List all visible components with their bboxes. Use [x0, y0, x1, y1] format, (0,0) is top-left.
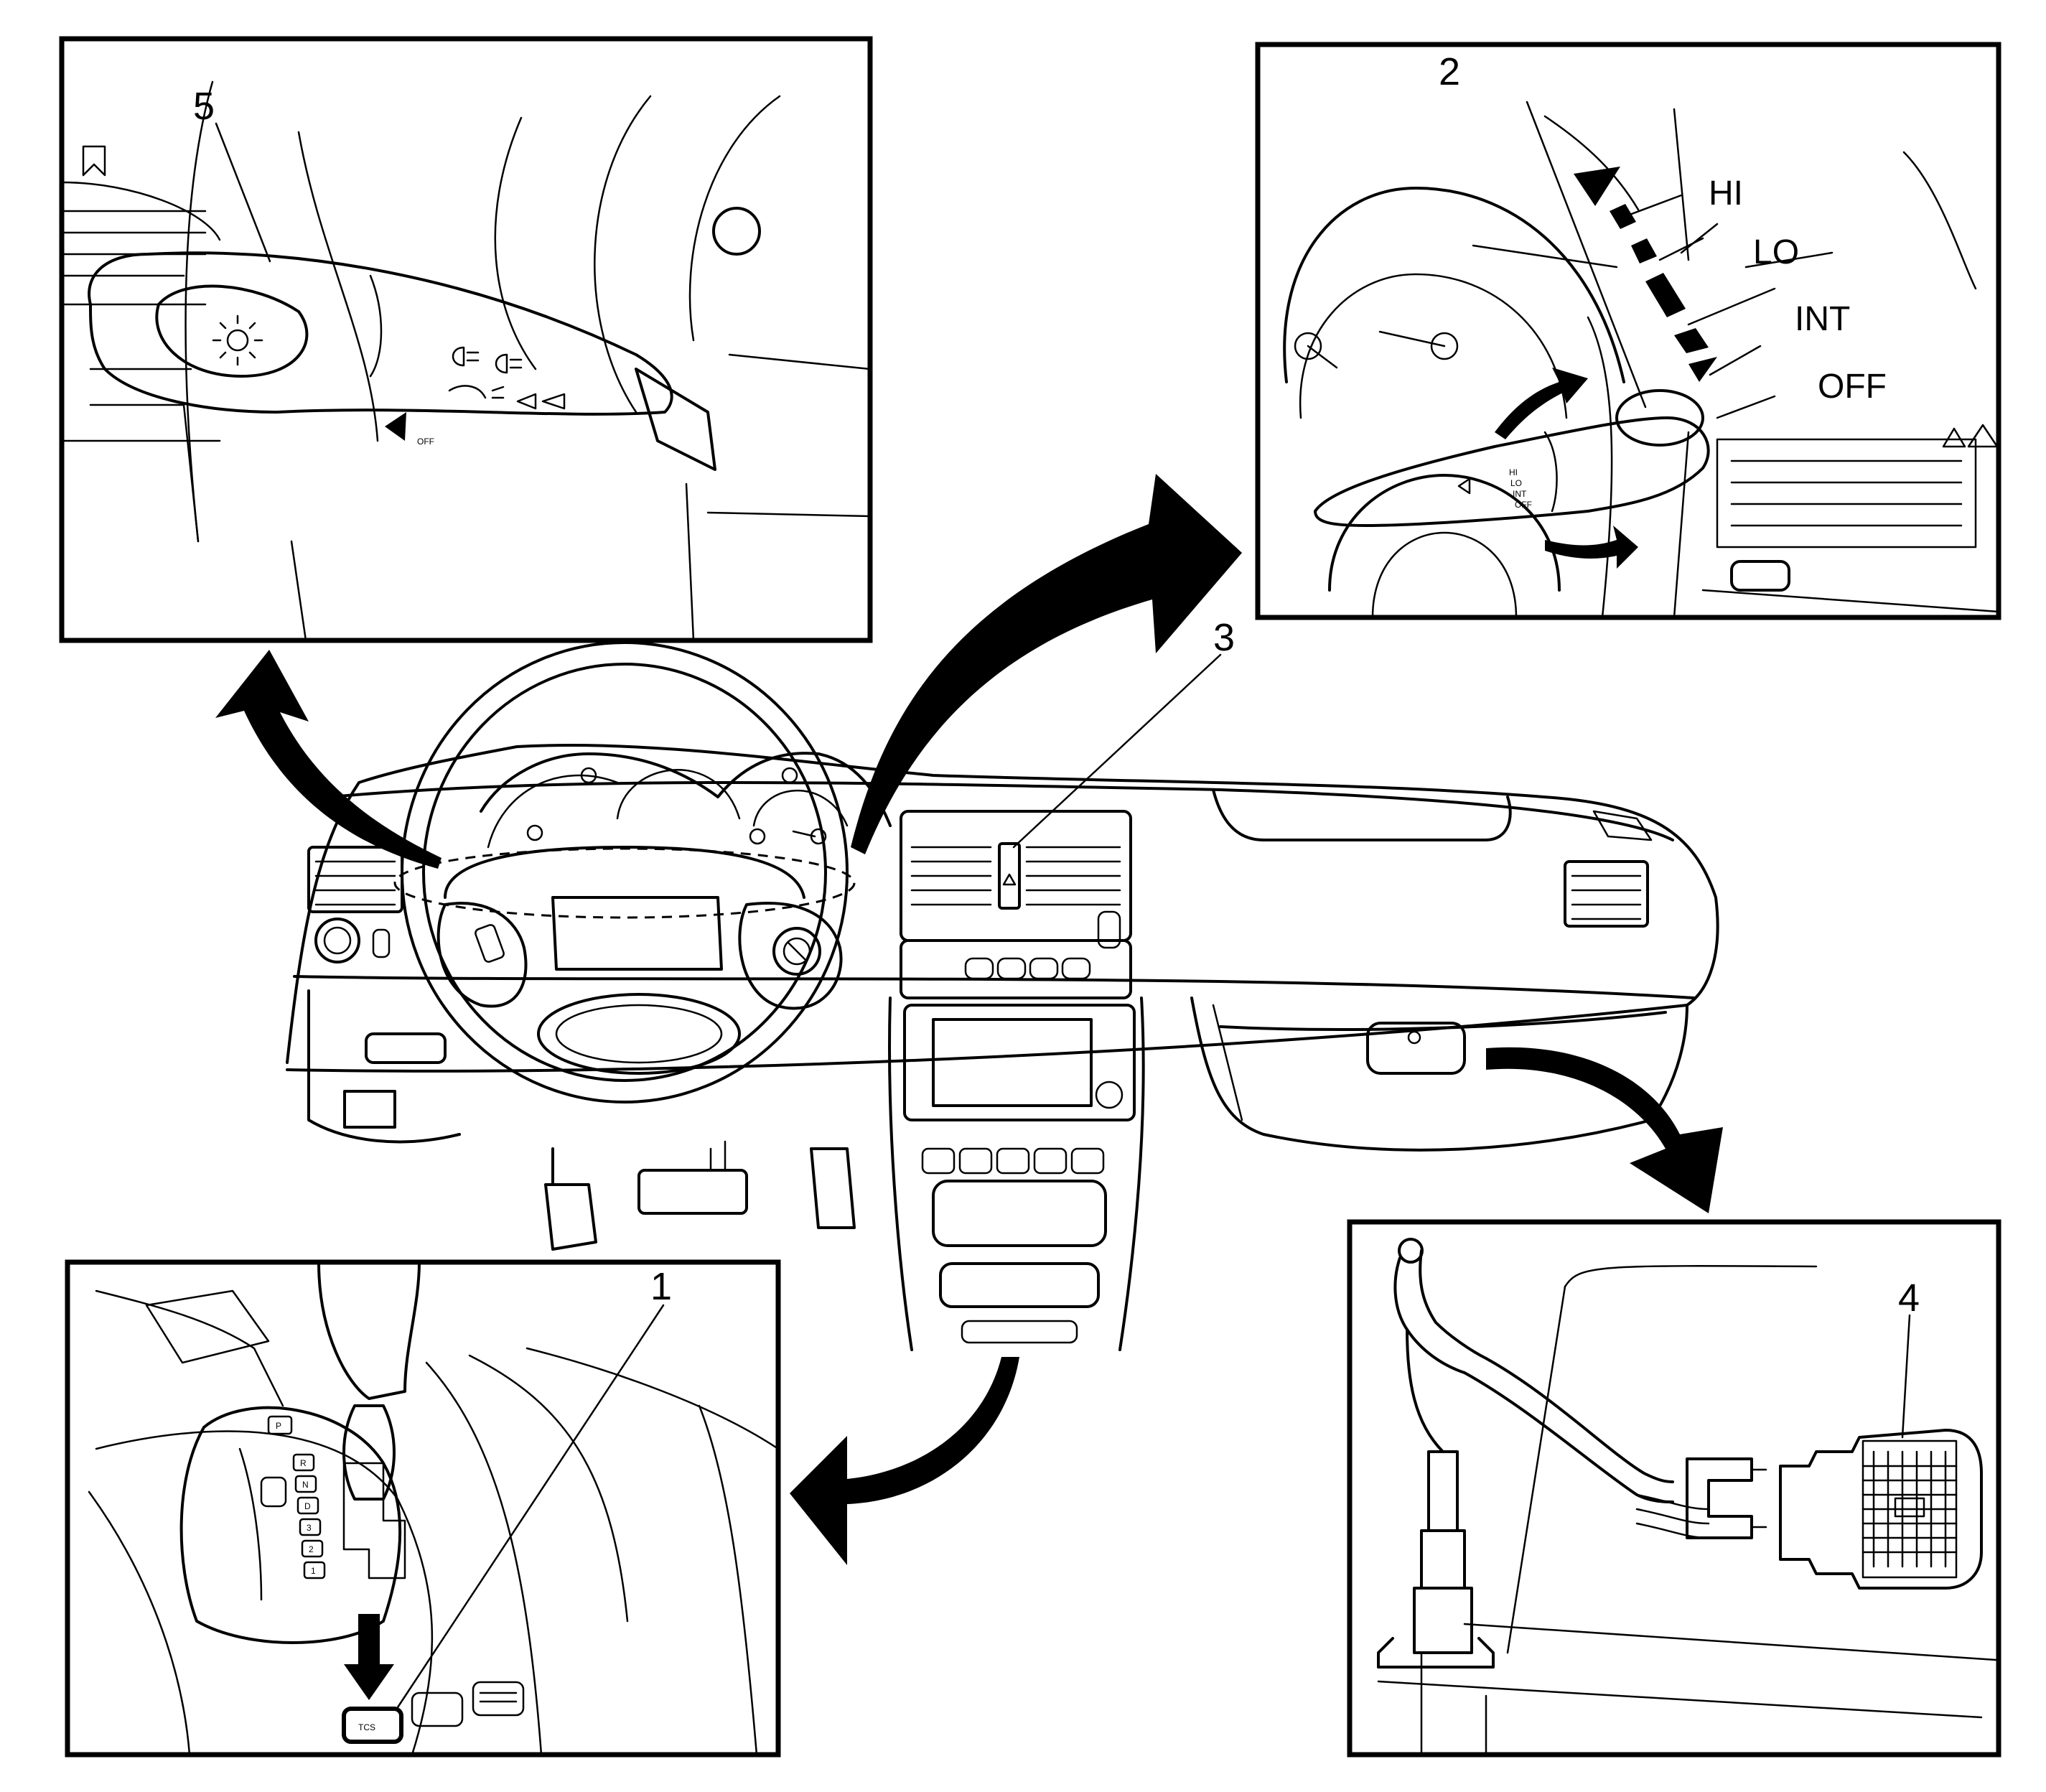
arrow-to-turn-signal-panel: [215, 650, 442, 869]
wiper-hi-label: HI: [1709, 174, 1743, 213]
gear-indicators: P R N D 3 2 1: [267, 1415, 326, 1579]
curved-arrows: [215, 474, 1723, 1565]
tcs-button-label: TCS: [358, 1722, 375, 1732]
gear-n: N: [302, 1480, 309, 1490]
panel-dlc-connector: 4: [1347, 1219, 2001, 1758]
arrow-to-connector-panel: [1486, 1047, 1723, 1213]
wiper-int-label: INT: [1795, 300, 1850, 338]
push-down-arrow: [344, 1614, 394, 1700]
gear-r: R: [300, 1458, 307, 1468]
callout-1: 1: [650, 1265, 672, 1308]
dashboard-overview: [286, 641, 1719, 1351]
panel-shifter-tcs: P R N D 3 2 1 TCS: [65, 1259, 781, 1758]
stalk-lo-label: LO: [1510, 478, 1522, 488]
callout-2: 2: [1439, 50, 1460, 93]
gear-1: 1: [311, 1566, 316, 1576]
stalk-int-label: INT: [1513, 489, 1527, 499]
gear-2: 2: [309, 1544, 314, 1554]
light-off-label: OFF: [417, 437, 434, 447]
gear-3: 3: [307, 1523, 312, 1533]
callout-5: 5: [193, 85, 215, 128]
wiper-lo-label: LO: [1753, 233, 1799, 271]
panel-wiper-stalk: HI LO INT OFF HI LO INT OFF 2: [1255, 42, 2001, 620]
gear-p: P: [276, 1421, 281, 1431]
callout-3-group: 3: [1012, 616, 1235, 849]
arrow-to-shifter-panel: [790, 1357, 1019, 1565]
panel-turn-signal-stalk: OFF 5: [59, 36, 873, 643]
wiper-off-label: OFF: [1818, 368, 1887, 406]
gear-d: D: [304, 1501, 311, 1511]
stalk-off-label: OFF: [1515, 500, 1532, 510]
callout-4: 4: [1898, 1277, 1920, 1320]
callout-3: 3: [1213, 616, 1235, 659]
arrow-to-wiper-panel: [851, 474, 1242, 854]
stalk-hi-label: HI: [1509, 467, 1518, 477]
